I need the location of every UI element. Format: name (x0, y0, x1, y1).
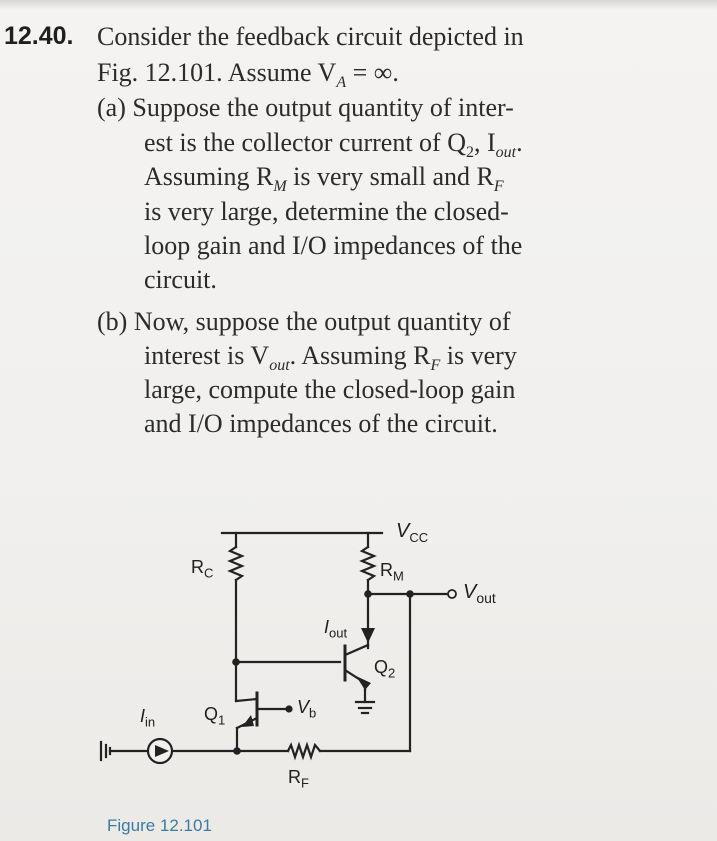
problem-number: 12.40. (4, 22, 74, 50)
iout-arrow (361, 628, 375, 643)
part-a-line-2: est is the collector current of Q2, Iout… (144, 128, 523, 162)
part-b-line-1: (b) Now, suppose the output quantity of (97, 307, 511, 336)
rf-label: RF (288, 767, 309, 791)
current-source-arrow (155, 745, 169, 757)
page-top-edge (0, 0, 717, 10)
q2-emitter-arrow (356, 676, 371, 690)
q1-emitter-arrow (242, 715, 254, 727)
part-a-line-3: Assuming RM is very small and RF (144, 162, 504, 196)
problem-intro-line-2: Fig. 12.101. Assume VA = ∞. (97, 58, 399, 92)
rc-resistor (227, 545, 245, 582)
rf-resistor (286, 741, 322, 761)
part-a-line-4: is very large, determine the closed- (144, 197, 509, 226)
vcc-label: VCC (396, 520, 429, 545)
rc-label: RC (191, 557, 214, 581)
part-a-line-1: (a) Suppose the output quantity of inter… (97, 93, 514, 122)
part-b-line-4: and I/O impedances of the circuit. (144, 409, 498, 438)
problem-intro-line-1: Consider the feedback circuit depicted i… (97, 22, 524, 51)
part-a-line-5: loop gain and I/O impedances of the (144, 231, 523, 260)
q1-label: Q1 (204, 704, 226, 728)
rm-label: RM (380, 560, 404, 584)
part-b-line-3: large, compute the closed-loop gain (144, 375, 516, 404)
q1-collector (234, 697, 259, 703)
iout-label: Iout (324, 617, 348, 641)
q2-label: Q2 (374, 657, 396, 681)
vb-label: Vb (297, 697, 317, 721)
part-a-line-6: circuit. (144, 265, 217, 294)
vout-terminal (447, 589, 457, 599)
vout-label: Vout (463, 581, 496, 606)
figure-caption: Figure 12.101 (107, 816, 212, 835)
rm-resistor (359, 545, 377, 582)
part-b-line-2: interest is Vout. Assuming RF is very (144, 341, 517, 375)
iin-label: Iin (140, 706, 156, 730)
